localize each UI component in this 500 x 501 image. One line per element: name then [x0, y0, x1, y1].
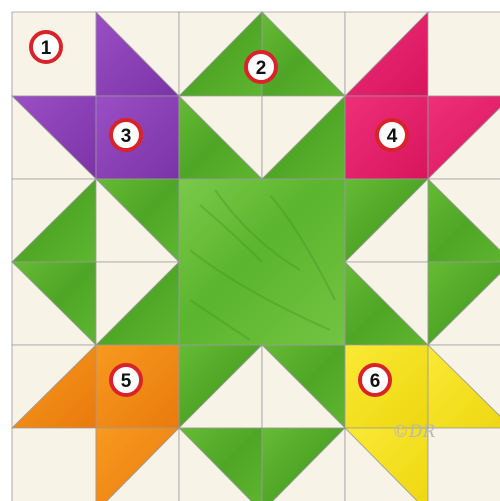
step-marker-4: 4 — [377, 120, 407, 150]
marker-number: 3 — [121, 126, 132, 147]
step-marker-3: 3 — [111, 120, 141, 150]
corner-square-bottom-right — [428, 428, 500, 501]
marker-number: 6 — [370, 371, 381, 392]
signature-watermark: ©DR — [392, 422, 436, 442]
marker-number: 2 — [256, 58, 267, 79]
marker-number: 1 — [41, 38, 52, 59]
corner-square-top-right — [428, 12, 500, 96]
step-marker-1: 1 — [31, 32, 61, 62]
corner-square-bottom-left — [12, 428, 96, 501]
marker-number: 5 — [121, 371, 132, 392]
marker-number: 4 — [387, 126, 398, 147]
step-marker-2: 2 — [246, 52, 276, 82]
step-marker-5: 5 — [111, 365, 141, 395]
step-marker-6: 6 — [360, 365, 390, 395]
